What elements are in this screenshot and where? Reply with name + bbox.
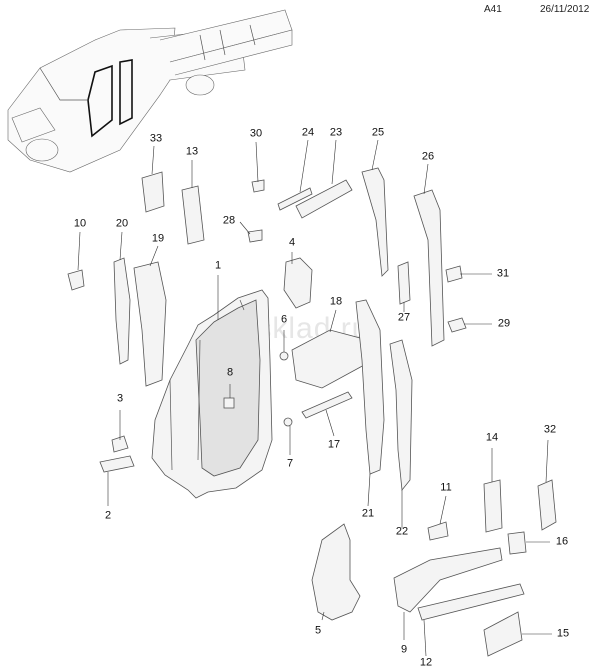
callout-13: 13 xyxy=(185,145,199,158)
callout-3: 3 xyxy=(116,392,124,405)
part-21-b-pillar xyxy=(355,299,385,475)
callout-1: 1 xyxy=(214,259,222,272)
part-5-pillar-base xyxy=(311,523,361,621)
callout-2: 2 xyxy=(104,509,112,522)
leader-lines xyxy=(77,139,552,657)
callout-12: 12 xyxy=(419,656,433,669)
callout-28: 28 xyxy=(222,214,236,227)
callout-11: 11 xyxy=(440,481,452,494)
callout-14: 14 xyxy=(485,431,499,444)
callout-26: 26 xyxy=(421,150,435,163)
part-13-reinforcement xyxy=(181,185,205,245)
part-32-reinforcement xyxy=(537,479,557,531)
part-12-sill-cover xyxy=(417,583,525,621)
diagram-date: 26/11/2012 xyxy=(540,4,590,15)
part-24-rail-bracket xyxy=(277,187,313,211)
callout-33: 33 xyxy=(149,132,163,145)
callout-23: 23 xyxy=(329,126,343,139)
part-9-sill xyxy=(393,547,503,613)
part-25-pillar-upper xyxy=(361,167,389,277)
callout-5: 5 xyxy=(314,624,322,637)
callout-7: 7 xyxy=(286,457,294,470)
callout-9: 9 xyxy=(400,643,408,656)
callout-6: 6 xyxy=(280,313,288,326)
part-29-clip xyxy=(447,317,467,333)
part-30-clip xyxy=(251,179,265,193)
callout-31: 31 xyxy=(496,267,510,280)
callout-24: 24 xyxy=(301,126,315,139)
callout-17: 17 xyxy=(327,438,341,451)
part-17-rail xyxy=(301,391,353,419)
part-33-reinforcement xyxy=(141,171,165,213)
part-7-clip xyxy=(283,417,293,427)
part-8-plug xyxy=(223,397,235,409)
callout-4: 4 xyxy=(288,236,296,249)
vehicle-overview xyxy=(7,9,293,173)
part-18-floor-panel xyxy=(291,329,367,389)
callout-19: 19 xyxy=(151,232,165,245)
part-6-clip xyxy=(279,351,289,361)
part-4-panel xyxy=(283,257,313,309)
part-14-reinforcement xyxy=(483,479,503,533)
part-2-bracket xyxy=(99,455,135,473)
part-1-side-frame xyxy=(151,289,273,499)
part-19-a-pillar-inner xyxy=(133,261,167,387)
callout-16: 16 xyxy=(555,535,569,548)
callout-21: 21 xyxy=(361,507,375,520)
callout-18: 18 xyxy=(329,295,343,308)
callout-10: 10 xyxy=(73,217,87,230)
part-27-bracket xyxy=(397,261,411,305)
part-10-bracket xyxy=(67,269,85,291)
part-31-clip xyxy=(445,265,463,283)
callout-27: 27 xyxy=(397,311,411,324)
callout-20: 20 xyxy=(115,217,129,230)
callout-25: 25 xyxy=(371,126,385,139)
callout-29: 29 xyxy=(497,317,511,330)
part-23-roof-rail xyxy=(295,179,353,219)
part-16-plate xyxy=(507,531,527,555)
callout-32: 32 xyxy=(543,423,557,436)
part-22-c-pillar xyxy=(389,339,413,492)
part-20-a-pillar-trim xyxy=(113,257,131,365)
callout-15: 15 xyxy=(556,627,570,640)
sheet-code: A41 xyxy=(484,4,502,15)
part-15-panel xyxy=(483,611,523,657)
part-28-clip xyxy=(247,229,263,243)
part-11-bracket xyxy=(427,521,449,541)
callout-30: 30 xyxy=(249,127,263,140)
callout-8: 8 xyxy=(226,366,234,379)
part-26-pillar-rear xyxy=(413,189,445,347)
callout-22: 22 xyxy=(395,525,409,538)
